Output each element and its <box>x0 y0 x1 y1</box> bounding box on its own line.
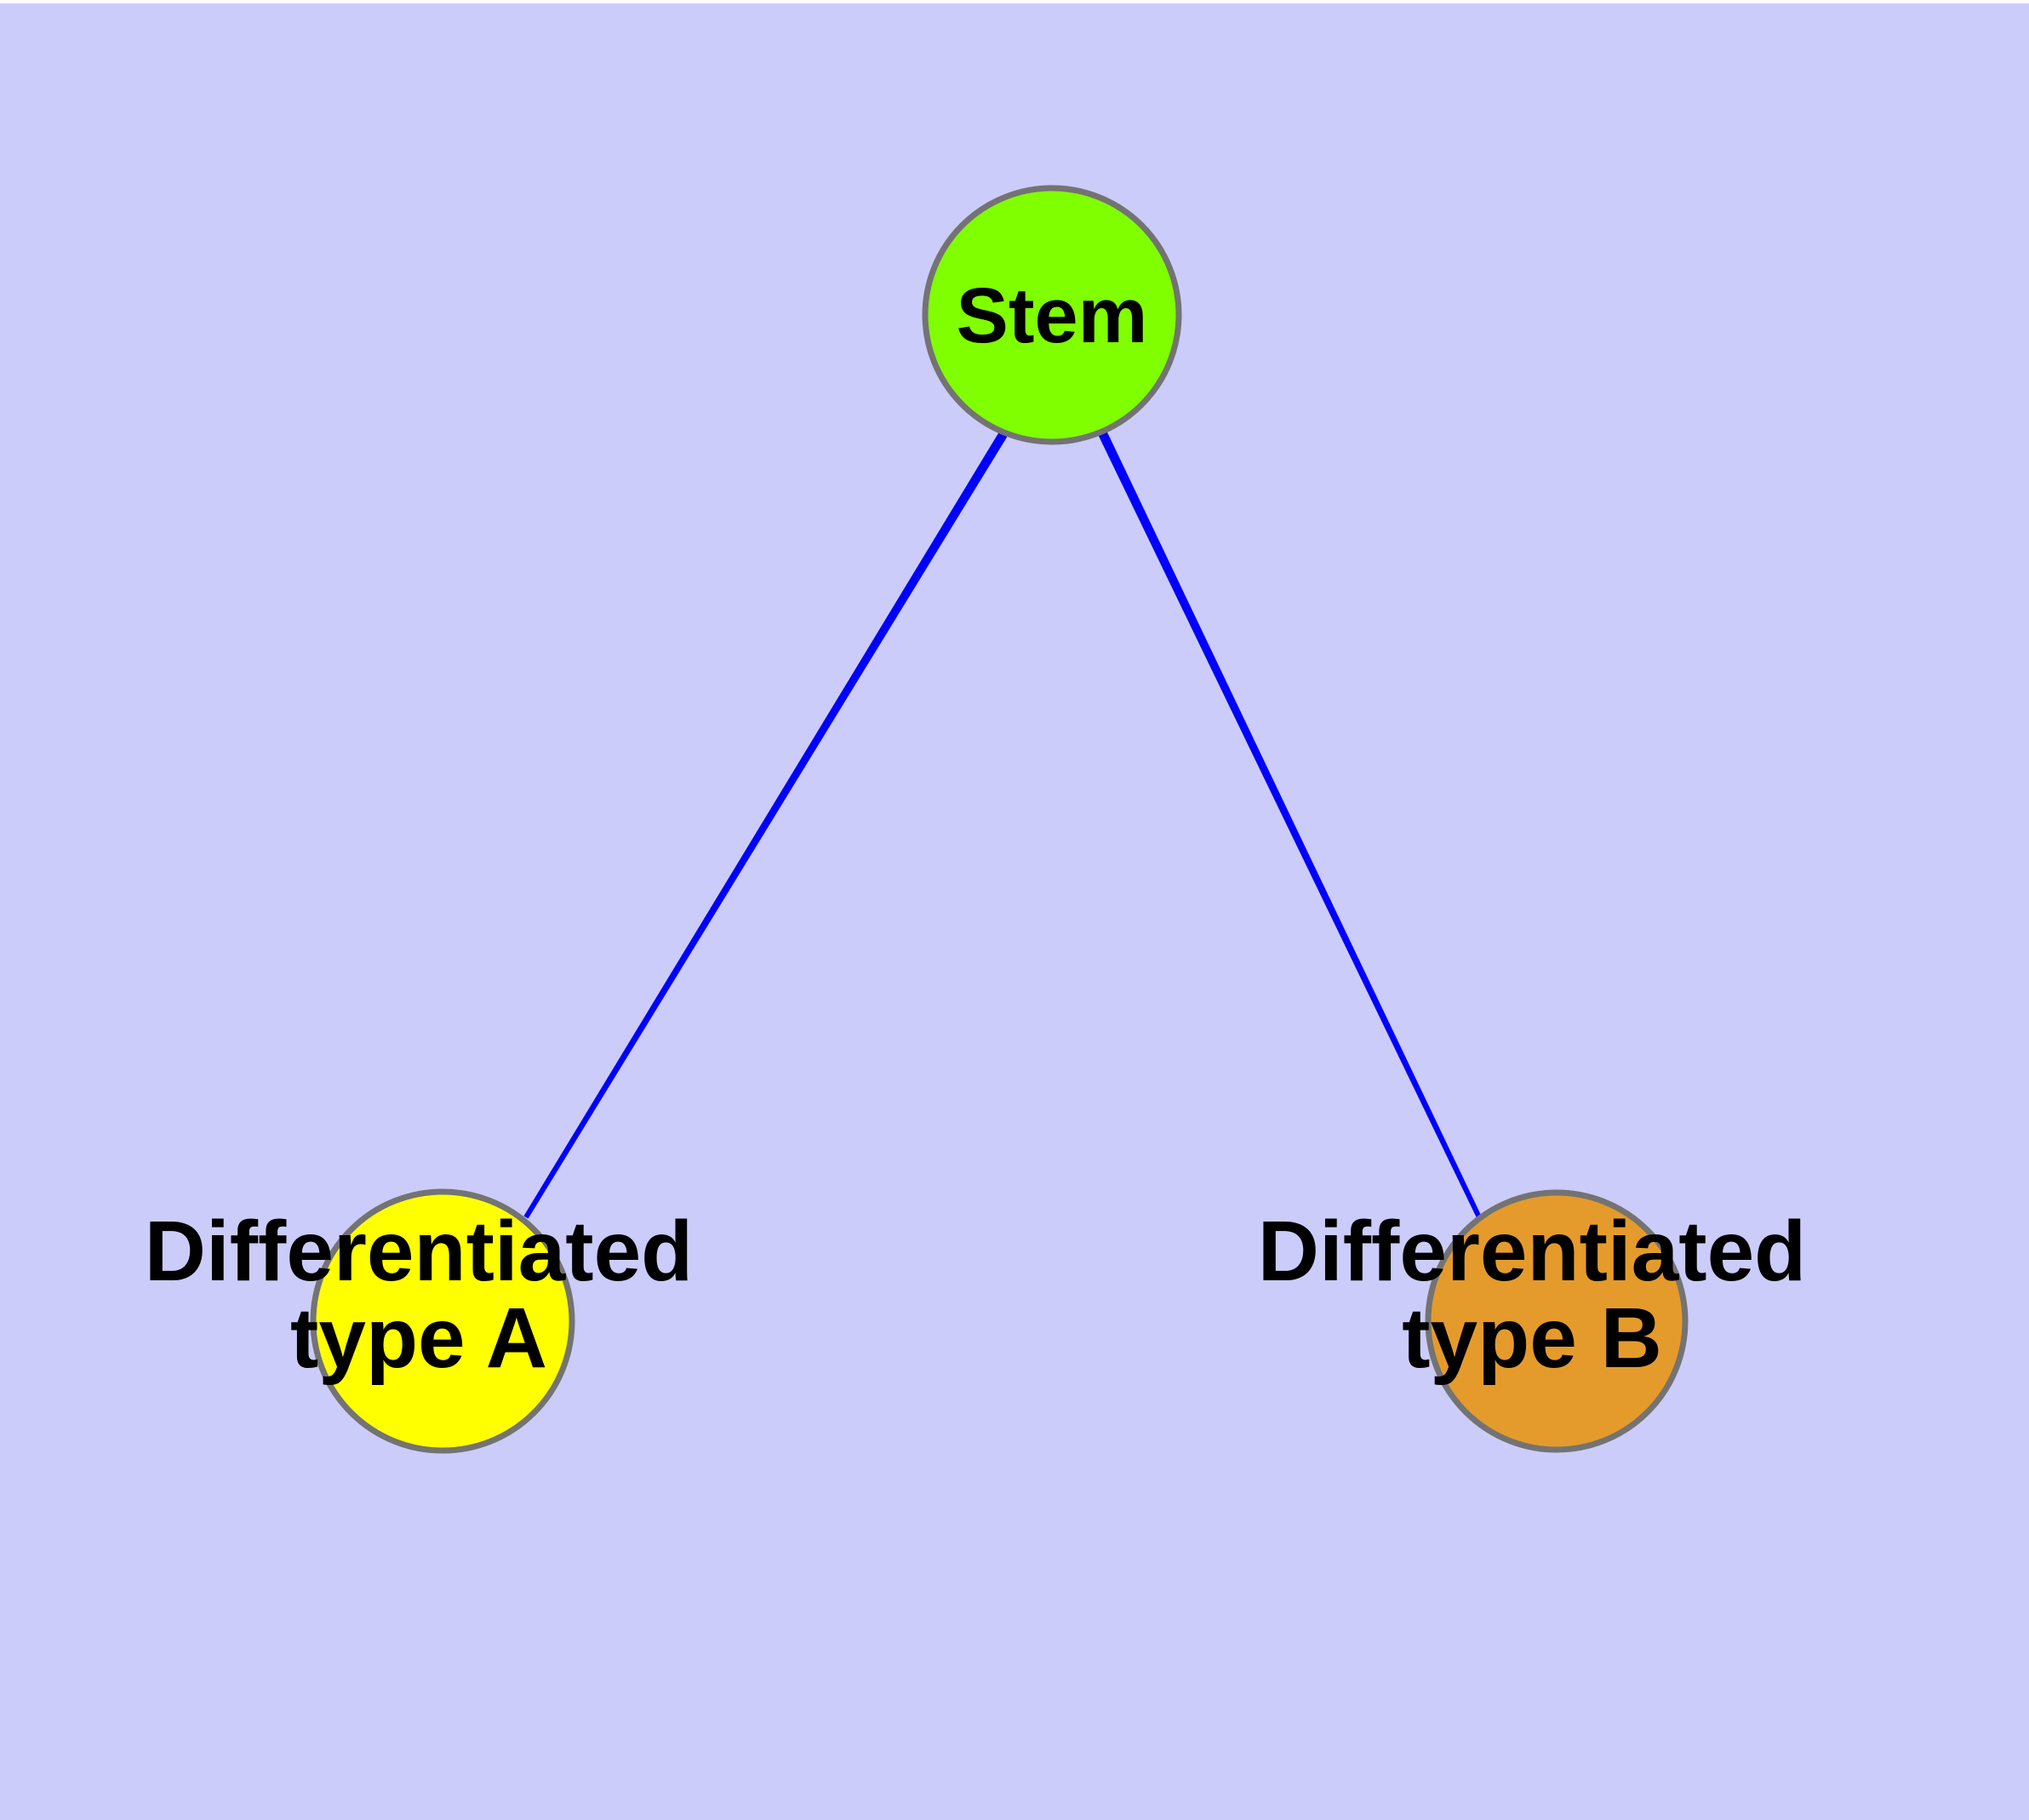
label-line: Differentiated <box>1258 1204 1807 1299</box>
label-line: Stem <box>957 272 1148 359</box>
nodes-group <box>310 185 1689 1454</box>
label-line: type B <box>1402 1291 1662 1386</box>
node-label-stem: Stem <box>957 272 1148 359</box>
label-line: type A <box>290 1291 547 1386</box>
edges-group <box>523 430 1482 1219</box>
edge-stem-to-diff-b[interactable] <box>1098 430 1482 1219</box>
node-stem[interactable] <box>922 185 1182 445</box>
node-diff_a[interactable] <box>310 1188 575 1454</box>
node-diff_b[interactable] <box>1425 1189 1689 1453</box>
edge-stem-to-diff-a[interactable] <box>523 430 1009 1219</box>
label-line: Differentiated <box>145 1204 694 1299</box>
